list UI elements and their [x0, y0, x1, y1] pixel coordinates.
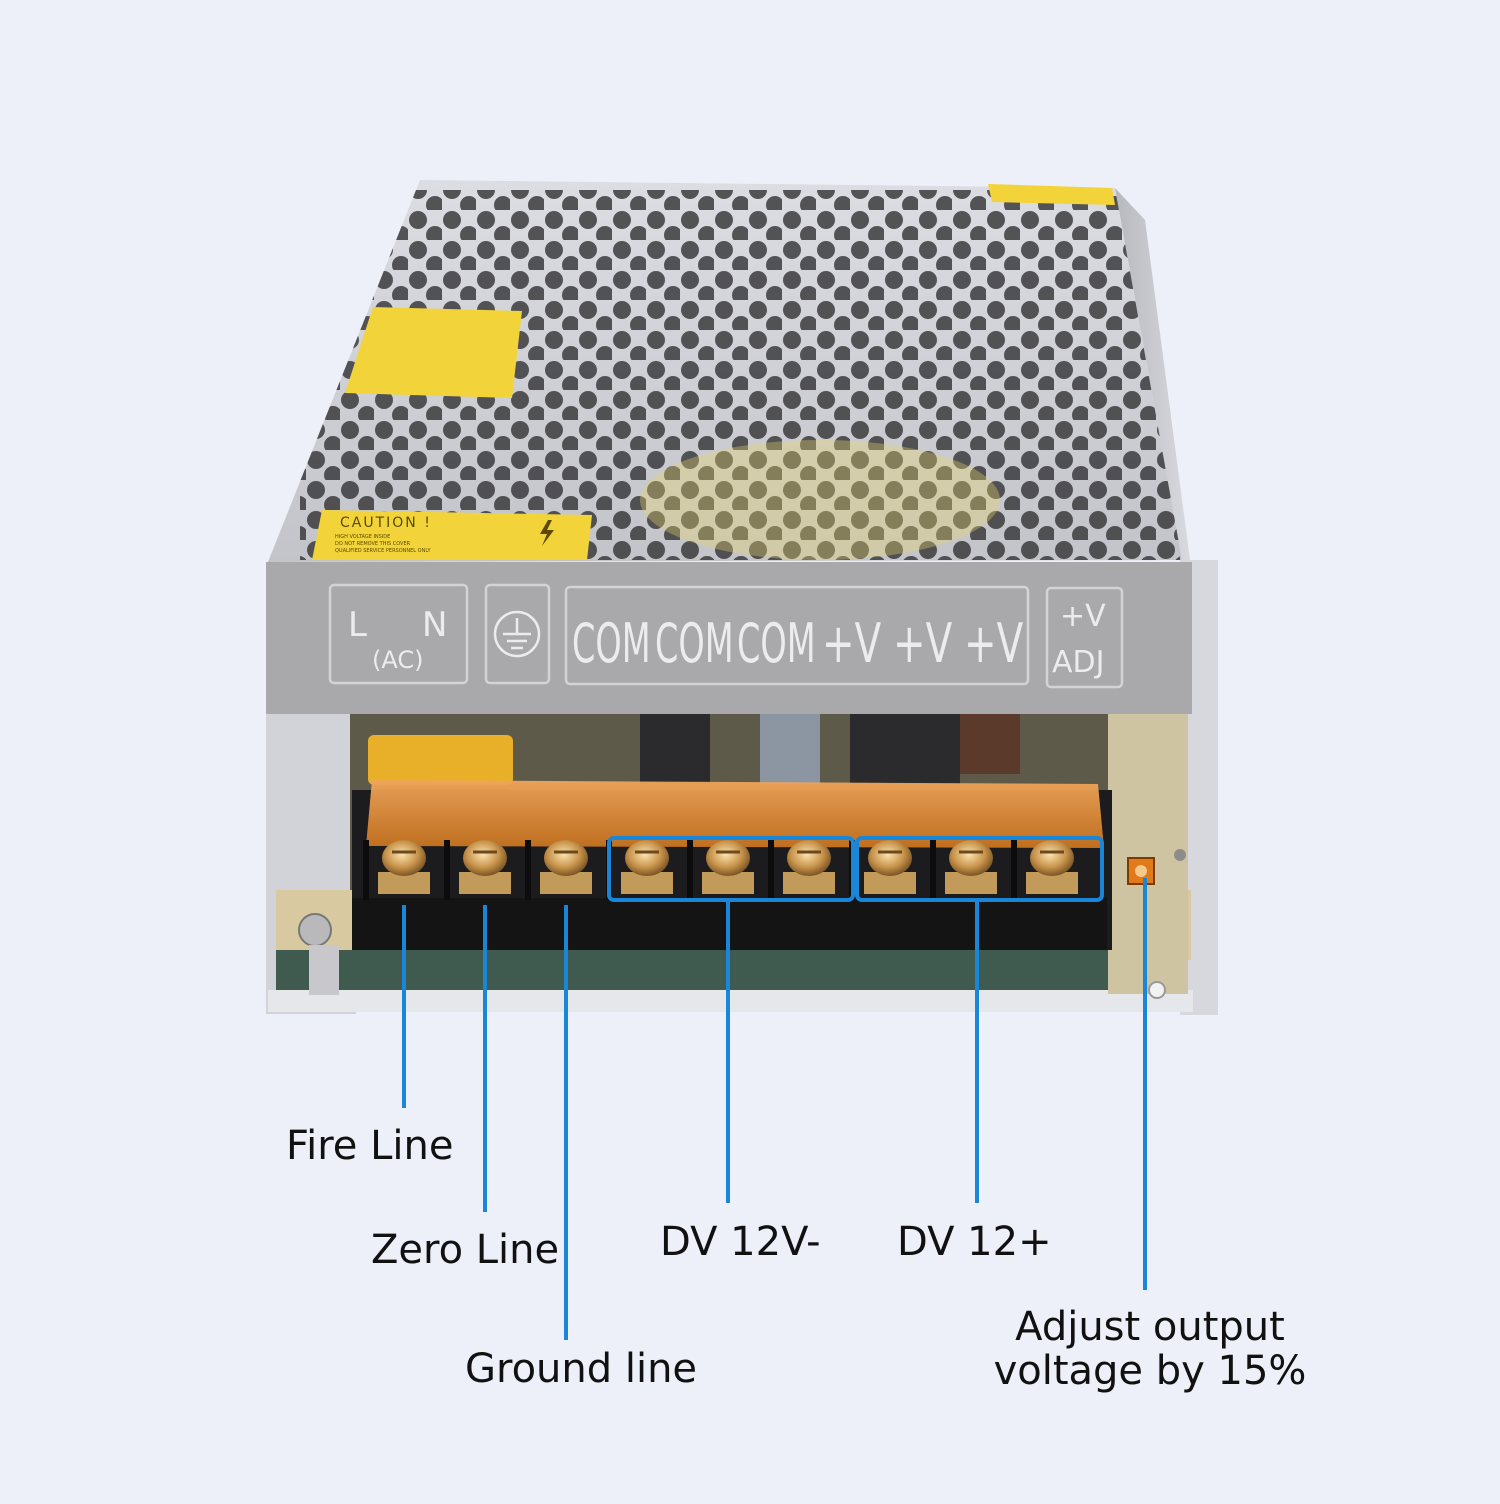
- callout-lines: [402, 878, 1147, 1340]
- dark-component: [960, 714, 1020, 774]
- top-right-sticker: [988, 184, 1115, 205]
- panel-label-adj-top: +V: [1060, 599, 1106, 634]
- heat-sink: [760, 714, 820, 784]
- terminal-screw: [525, 840, 592, 900]
- adjust-voltage-label: Adjust output voltage by 15%: [985, 1305, 1315, 1393]
- panel-label-v-2: +V: [893, 613, 952, 676]
- caution-text-2: DO NOT REMOVE THIS COVER: [335, 541, 411, 547]
- label-panel-frame-adj: [1045, 586, 1124, 689]
- adjust-voltage-label-line-1: Adjust output: [1015, 1304, 1285, 1350]
- panel-label-v-3: +V: [964, 613, 1023, 676]
- terminal-screw: [1011, 840, 1078, 900]
- panel-label-com-2: COM: [655, 612, 734, 676]
- terminal-screw: [687, 840, 754, 900]
- black-capacitor-2: [850, 714, 960, 784]
- caution-text-3: QUALIFIED SERVICE PERSONNEL ONLY: [335, 548, 431, 554]
- rating-sticker: [345, 307, 522, 398]
- ground-line-label: Ground line: [465, 1346, 698, 1392]
- panel-label-v-1: +V: [822, 613, 881, 676]
- panel-label-n: N: [422, 605, 447, 645]
- caution-title: CAUTION !: [340, 515, 432, 531]
- terminal-screw: [363, 840, 430, 900]
- fire-line-label: Fire Line: [286, 1123, 454, 1169]
- ground-symbol-icon: [493, 610, 541, 658]
- adjust-potentiometer: [1127, 857, 1155, 885]
- panel-label-l: L: [348, 605, 367, 645]
- caution-sticker: [312, 510, 592, 560]
- bottom-hole: [1148, 981, 1166, 999]
- panel-label-adj-bottom: ADJ: [1052, 645, 1104, 680]
- terminal-screw: [930, 840, 997, 900]
- label-panel-frame-outputs: [564, 585, 1030, 686]
- dv-plus-highlight-box: [855, 836, 1104, 902]
- panel-label-com-3: COM: [737, 612, 816, 676]
- label-panel-frame-ac: [328, 583, 469, 685]
- standoff: [309, 945, 339, 995]
- terminal-screw: [768, 840, 835, 900]
- dv-minus-label: DV 12V-: [660, 1219, 821, 1265]
- panel-label-ac: (AC): [372, 646, 423, 674]
- label-panel-frame-ground: [484, 583, 551, 685]
- chassis-bottom-lip: [268, 990, 1193, 1012]
- panel-label-com-1: COM: [572, 612, 651, 676]
- terminal-screw: [444, 840, 511, 900]
- terminal-screws: [363, 840, 1078, 900]
- dv-minus-highlight-box: [607, 836, 855, 902]
- terminal-cover: [366, 780, 1104, 848]
- lightning-icon: [540, 520, 554, 546]
- black-capacitor-1: [640, 714, 710, 784]
- yellow-capacitor: [368, 735, 513, 785]
- right-screw: [1174, 849, 1186, 861]
- adjust-voltage-label-line-2: voltage by 15%: [993, 1348, 1307, 1394]
- dv-plus-label: DV 12+: [897, 1219, 1052, 1265]
- zero-line-label: Zero Line: [371, 1227, 560, 1273]
- caution-text-1: HIGH VOLTAGE INSIDE: [335, 534, 390, 540]
- pcb-mount-screw: [298, 913, 332, 947]
